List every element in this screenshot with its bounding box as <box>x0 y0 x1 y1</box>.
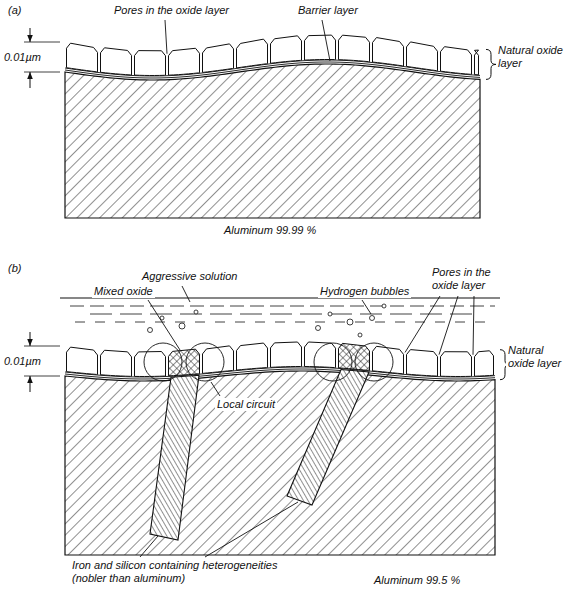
hydrogen-bubble <box>382 304 386 308</box>
heterogeneity <box>287 370 369 505</box>
oxide-cell <box>169 48 200 75</box>
oxide-cell <box>101 350 132 376</box>
label: Barrier layer <box>296 4 360 17</box>
dimension-arrow <box>30 28 31 42</box>
label: 0.01µm <box>2 51 43 64</box>
oxide-cell <box>475 351 494 376</box>
oxide-cell <box>203 44 234 73</box>
leader-line <box>148 300 180 350</box>
heterogeneity <box>150 375 199 540</box>
oxide-cell <box>475 50 479 75</box>
panel-b <box>24 298 510 555</box>
label: Natural oxide layer <box>506 344 572 370</box>
oxide-cell <box>407 350 438 376</box>
label: Iron and silicon containing heterogeneit… <box>70 559 314 585</box>
label: 0.01µm <box>2 355 43 368</box>
label: Natural oxide layer <box>496 44 572 70</box>
oxide-cell <box>441 47 472 75</box>
leader-lines <box>140 20 474 557</box>
label: Aluminum 99.99 % <box>222 224 318 237</box>
aluminum-base <box>65 64 480 218</box>
hydrogen-bubble <box>316 326 321 331</box>
dimension-arrow <box>30 72 31 88</box>
hydrogen-bubble <box>148 328 153 333</box>
local-circuit <box>355 343 393 381</box>
hydrogen-bubble <box>358 333 362 337</box>
leader-line <box>439 296 458 355</box>
label: Aluminum 99.5 % <box>372 574 462 587</box>
oxide-cell <box>373 346 404 374</box>
oxide-cell <box>441 352 472 377</box>
leader-line <box>322 20 330 61</box>
label: (a) <box>6 4 23 17</box>
label: Pores in the oxide layer <box>112 4 231 17</box>
leader-line <box>165 20 167 54</box>
leader-line <box>205 502 298 557</box>
dimension-arrow <box>30 376 31 392</box>
dimension-line <box>24 72 60 73</box>
oxide-cell <box>135 352 166 377</box>
hydrogen-bubble <box>194 310 198 314</box>
oxide-cell <box>271 36 302 63</box>
hydrogen-bubble <box>179 323 185 329</box>
label: (b) <box>6 262 23 275</box>
oxide-cell <box>407 42 438 71</box>
leader-line <box>362 300 371 314</box>
local-circuit <box>144 343 182 381</box>
panel-a <box>24 28 496 218</box>
oxide-cell <box>67 43 98 72</box>
hydrogen-bubble <box>328 312 332 316</box>
hydrogen-bubble <box>347 319 353 325</box>
solution-line <box>90 314 480 315</box>
leader-line <box>473 296 474 355</box>
label: Hydrogen bubbles <box>318 285 411 298</box>
oxide-cell <box>67 347 98 374</box>
hydrogen-bubble <box>370 316 375 321</box>
local-circuit <box>314 343 352 381</box>
label: Local circuit <box>215 398 277 411</box>
oxide-cell <box>305 35 336 60</box>
oxide-cell <box>271 342 302 367</box>
bracket <box>486 49 496 79</box>
mixed-oxide <box>169 349 200 376</box>
mixed-oxide <box>339 343 370 370</box>
oxide-cell <box>237 343 268 370</box>
label: Aggressive solution <box>140 270 239 283</box>
dimension-line <box>24 376 60 377</box>
oxide-cell <box>135 51 166 76</box>
leader-line <box>405 296 440 352</box>
label: Pores in the oxide layer <box>430 266 510 292</box>
oxide-cell <box>305 342 336 368</box>
leader-line <box>140 536 158 557</box>
dimension-arrow <box>30 332 31 346</box>
solution-line <box>70 306 495 307</box>
dimension-line <box>24 346 60 347</box>
oxide-cell <box>237 39 268 68</box>
dimension-line <box>24 42 60 43</box>
oxide-cell <box>203 346 234 374</box>
leader-line <box>182 286 190 302</box>
oxide-cell <box>373 38 404 66</box>
leader-line <box>211 382 220 396</box>
aluminum-base <box>65 371 495 555</box>
solution-line <box>75 322 490 323</box>
oxide-cell <box>101 48 132 75</box>
local-circuit <box>186 343 224 381</box>
label: Mixed oxide <box>92 285 155 298</box>
oxide-cell <box>339 35 370 62</box>
